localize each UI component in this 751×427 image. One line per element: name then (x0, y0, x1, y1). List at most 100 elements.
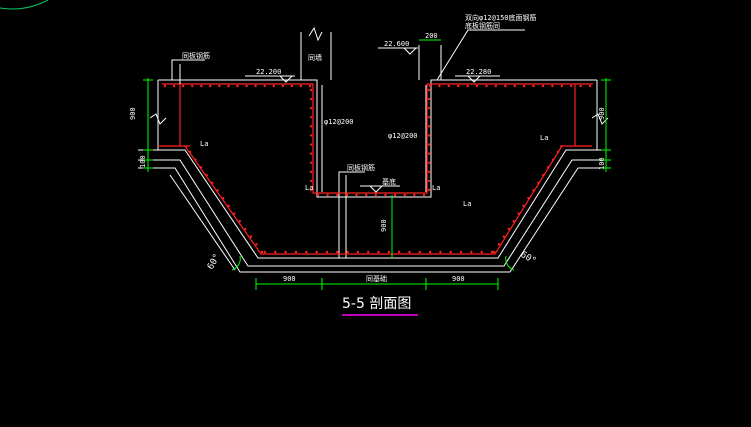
rebar-dot (546, 166, 550, 169)
rebar-dot (556, 150, 560, 154)
drawing-title: 5-5 剖面图 (342, 296, 411, 312)
rebar-dot (393, 193, 397, 197)
rebar-dot (507, 227, 510, 231)
rebar-dot (427, 188, 431, 192)
rebar-dot (309, 134, 313, 137)
rebar-dot (537, 181, 540, 184)
rebar-dot (309, 152, 313, 155)
rebar-dot (427, 152, 431, 155)
rebar-dot (532, 84, 535, 88)
rebar-dot (579, 84, 582, 88)
dim-bottom-right: 900 (452, 275, 465, 283)
rebar-dot (542, 173, 545, 177)
level-right-top: 22.280 (466, 68, 491, 76)
rebar-dot (427, 97, 431, 101)
rebar-dot (245, 84, 248, 88)
rebar-dot (274, 250, 277, 254)
rebar-dot (438, 84, 441, 88)
rebar-dot (233, 212, 236, 215)
rebar-dot (244, 227, 247, 231)
rebar-dot (374, 193, 378, 197)
rebar-dot (387, 250, 391, 254)
rebar-dots (163, 84, 592, 254)
rebar-dot (422, 193, 426, 197)
rebar-dot (281, 84, 285, 88)
rebar-dot (366, 250, 370, 254)
angle-right: 60° (519, 250, 538, 267)
dim-pit-depth: 900 (380, 219, 388, 232)
rebar-dot (172, 84, 176, 88)
level-pit-bottom: 基底 (382, 177, 396, 186)
rebar-dot (427, 134, 431, 137)
wall-bar-right: φ12@200 (388, 132, 418, 140)
rebar-dot (199, 166, 203, 169)
rebar-dot (260, 250, 264, 254)
dimension-lines (143, 39, 611, 290)
rebar-dot (384, 193, 387, 197)
rebar-dot (490, 250, 494, 254)
rebar-dot (512, 220, 515, 223)
rebar-dot (475, 84, 479, 88)
rebar-dot (205, 173, 208, 177)
wall-note-left: 同墙 (308, 53, 322, 62)
break-symbols (149, 26, 609, 125)
dim-bottom-mid: 同基础 (366, 274, 387, 283)
wall-thickness: 200 (425, 32, 438, 40)
rebar-dot (408, 250, 411, 254)
rebar-dot (541, 84, 545, 88)
base-note: 同板钢筋 (347, 163, 375, 172)
rebar-dot (336, 193, 339, 197)
rebar-dot (316, 193, 320, 197)
rebar-dot (470, 250, 473, 254)
rebar-dot (355, 193, 358, 197)
rebar-dot (522, 204, 525, 208)
rebar-dot (272, 84, 275, 88)
dim-right-upper: 900 (598, 107, 606, 120)
rebar-dot (364, 193, 368, 197)
rebar-dot (513, 84, 516, 88)
rebar-dot (309, 188, 313, 192)
rebar-dot (309, 170, 313, 174)
rebar-dot (439, 250, 442, 254)
rebar-dot (449, 250, 452, 254)
rebar-dot (216, 189, 219, 192)
rebar-dot (427, 179, 431, 183)
anchor-label-4: La (432, 184, 440, 192)
rebar-dot (517, 212, 520, 215)
rebar-dot (551, 84, 554, 88)
rebar-dot (427, 170, 431, 174)
corner-arc (0, 0, 49, 10)
rebar-dot (447, 84, 451, 88)
rebar-dot (427, 125, 431, 128)
rebar-dot (427, 88, 431, 92)
rebar-dot (459, 250, 463, 254)
rebar-dot (325, 250, 329, 254)
rebar-dot (209, 84, 212, 88)
dim-left-lower: 100 (139, 155, 147, 168)
dimension-labels: 900 100 900 100 900 900 同基础 900 (129, 107, 606, 283)
rebar-dot (427, 143, 431, 146)
anchor-labels: La La La La La (200, 134, 548, 208)
rebar-lines (158, 83, 593, 255)
level-left-top: 22.200 (256, 68, 281, 76)
rebar-dot (263, 250, 267, 254)
top-left-note: 同板钢筋 (182, 51, 210, 60)
rebar-dot (427, 161, 431, 164)
anchor-label-1: La (200, 140, 208, 148)
rebar-dot (326, 193, 329, 197)
rebar-dot (309, 88, 313, 92)
dim-left-upper: 900 (129, 107, 137, 120)
rebar-dot (263, 84, 266, 88)
dim-bottom-left: 900 (283, 275, 296, 283)
anchor-label-5: La (463, 200, 471, 208)
wall-bar-left: φ12@200 (324, 118, 354, 126)
rebar-dot (428, 250, 432, 254)
rebar-dot (181, 84, 185, 88)
anchor-label-3: La (305, 184, 313, 192)
concrete-outline (138, 32, 610, 273)
rebar-dot (466, 84, 469, 88)
rebar-dot (194, 158, 197, 161)
rebar-dot (222, 196, 225, 200)
rebar-dot (255, 243, 258, 246)
